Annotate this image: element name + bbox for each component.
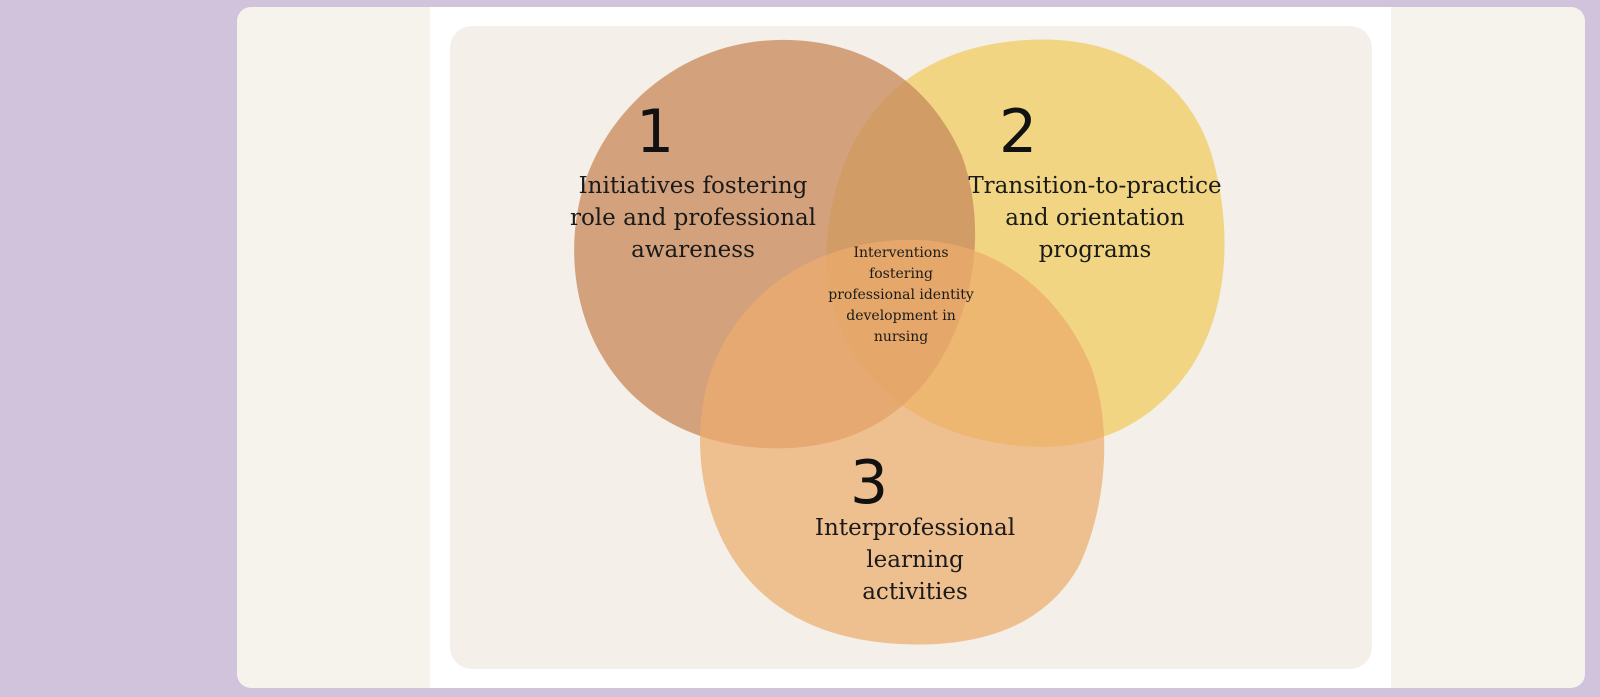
circle-3-label: Interprofessional learning activities — [814, 515, 1016, 605]
circle-3-number: 3 — [850, 448, 888, 518]
circle-1-number: 1 — [636, 97, 674, 167]
circle-2-label: Transition-to-practice and orientation p… — [968, 173, 1222, 263]
center-label: Interventions fostering professional ide… — [828, 245, 974, 345]
circle-3-blob — [695, 234, 1111, 646]
circle-3-shape — [700, 239, 1105, 645]
circle-2-number: 2 — [999, 97, 1037, 167]
circle-1-label: Initiatives fostering role and professio… — [569, 173, 817, 263]
venn-diagram: 1 2 3 Initiatives fostering role and pro… — [450, 26, 1372, 669]
